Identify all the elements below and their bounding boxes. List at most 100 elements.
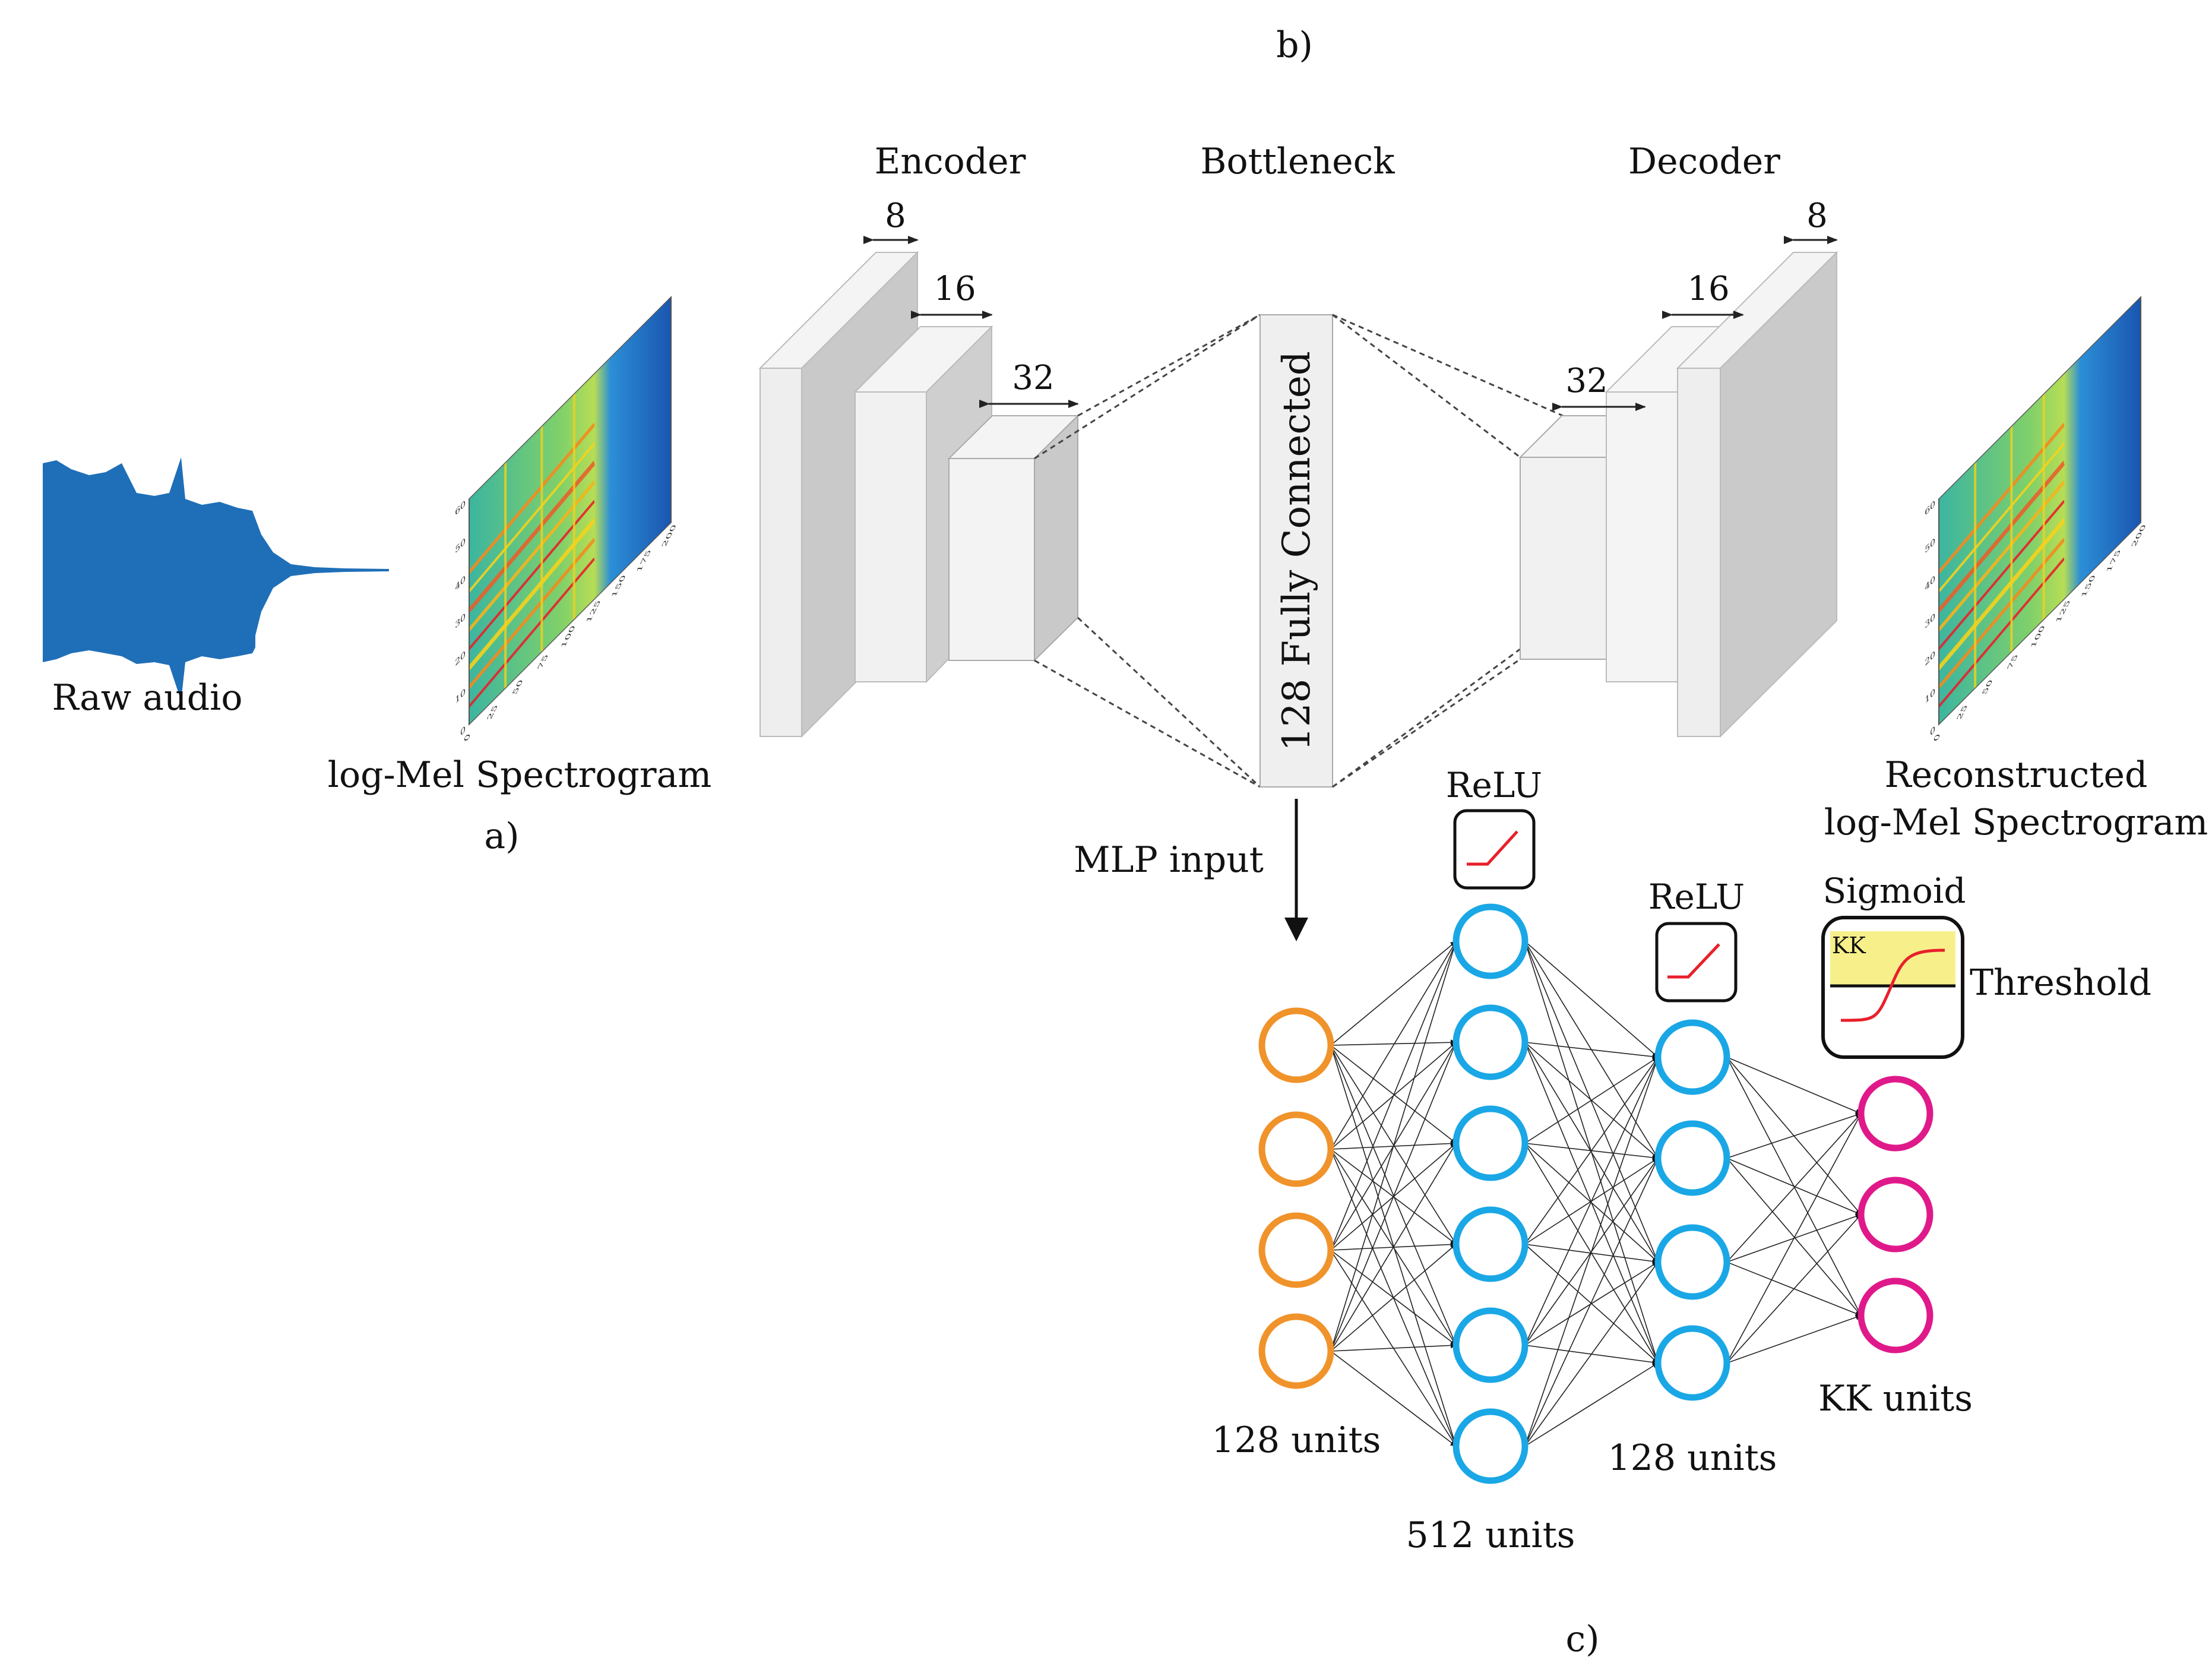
mlp-nodes (1258, 903, 1933, 1484)
encoder-bottleneck-connectors (1034, 314, 1261, 788)
reconstructed-spectrogram-y-tick: 10 (1925, 686, 1935, 706)
sigmoid-label: Sigmoid (1822, 871, 1966, 911)
input-spectrogram-y-tick: 60 (455, 498, 466, 518)
layer-2-units-label: 512 units (1406, 1514, 1575, 1556)
mlp-connections (1330, 941, 1862, 1447)
mlp-edge (1330, 941, 1457, 1251)
mlp-edge (1330, 941, 1457, 1046)
panel-label-c: c) (1565, 1618, 1599, 1660)
mlp-edge (1524, 1057, 1659, 1346)
mlp-node-layer-2 (1452, 1004, 1529, 1080)
bottleneck-block (1260, 314, 1333, 788)
mlp-edge (1726, 1113, 1862, 1364)
layer-1-units-label: 128 units (1212, 1419, 1381, 1461)
mlp-edge (1726, 1113, 1862, 1263)
mlp-node-layer-2 (1452, 1206, 1529, 1282)
input-spectrogram-y-tick: 50 (455, 536, 466, 556)
mlp-node-layer-2 (1452, 1408, 1529, 1484)
mlp-edge (1524, 1042, 1659, 1060)
mlp-edge (1330, 1045, 1458, 1447)
threshold-highlight (1830, 931, 1955, 986)
mlp-edge (1330, 941, 1457, 1150)
mlp-node-layer-1 (1258, 1111, 1334, 1187)
waveform-body (43, 457, 255, 701)
decoder-block-3 (1676, 251, 1838, 738)
panel-label-a: a) (484, 815, 519, 857)
encoder-dim-1: 8 (885, 197, 906, 235)
mlp-node-layer-2 (1452, 1105, 1529, 1181)
mlp-node-layer-4 (1857, 1076, 1933, 1152)
mlp-edge (1524, 1143, 1659, 1263)
mlp-node-layer-3 (1654, 1325, 1730, 1401)
mlp-node-layer-3 (1654, 1019, 1730, 1095)
mlp-edge (1330, 1045, 1457, 1144)
layer-4-units-label: KK units (1818, 1378, 1973, 1419)
mlp-node-layer-1 (1258, 1007, 1334, 1083)
mlp-edge (1524, 1057, 1659, 1144)
mlp-edge (1726, 1314, 1862, 1364)
raw-audio-label: Raw audio (52, 677, 243, 719)
reconstructed-spectrogram-y-tick: 0 (1930, 724, 1935, 739)
mlp-edge (1524, 1042, 1659, 1263)
mlp-input-label: MLP input (1074, 839, 1264, 881)
mlp-node-layer-2 (1452, 1307, 1529, 1383)
reconstructed-label-line1: Reconstructed (1885, 754, 2148, 796)
relu-2-label: ReLU (1648, 877, 1745, 917)
mlp-edge (1330, 1342, 1457, 1352)
mlp-edge (1524, 941, 1659, 1263)
reconstructed-spectrogram-y-tick: 30 (1925, 611, 1935, 631)
mlp-input-arrowhead (1284, 918, 1308, 941)
spectrogram-label: log-Mel Spectrogram (328, 754, 712, 796)
encoder-label: Encoder (875, 141, 1026, 182)
bottleneck-text: 128 Fully Connected (1275, 351, 1319, 751)
mlp-node-layer-3 (1654, 1120, 1730, 1196)
input-spectrogram-y-tick: 10 (455, 686, 466, 706)
mlp-edge (1524, 941, 1659, 1058)
mlp-edge (1330, 1244, 1457, 1352)
mlp-edge (1524, 1158, 1659, 1447)
mlp-edge (1330, 1039, 1457, 1046)
decoder-dim-1: 32 (1565, 362, 1607, 400)
reconstructed-spectrogram-x-tick: 75 (2006, 654, 2020, 669)
reconstructed-spectrogram-y-tick: 60 (1925, 498, 1935, 518)
input-spectrogram-x-tick: 75 (536, 654, 550, 669)
waveform-decay (252, 511, 389, 647)
decoder-dim-3: 8 (1806, 197, 1828, 235)
panel-label-b: b) (1276, 24, 1313, 66)
mlp-edge (1726, 1112, 1862, 1159)
input-spectrogram-x-tick: 25 (486, 705, 500, 720)
input-spectrogram-y-tick: 40 (455, 573, 466, 593)
mlp-edge (1330, 1045, 1457, 1346)
relu-2-icon (1655, 922, 1738, 1003)
mlp-edge (1726, 1057, 1862, 1115)
sigmoid-box-text: KK (1832, 932, 1866, 959)
mlp-node-layer-1 (1258, 1313, 1334, 1389)
reconstructed-spectrogram-frame (1938, 296, 2141, 726)
mlp-edge (1524, 1057, 1659, 1245)
bottleneck-label: Bottleneck (1200, 141, 1395, 182)
reconstructed-spectrogram-y-tick: 50 (1925, 536, 1935, 556)
mlp-edge (1524, 1261, 1659, 1346)
encoder-block-3 (947, 414, 1080, 662)
mlp-node-layer-4 (1857, 1177, 1933, 1253)
sigmoid-icon: KK (1821, 916, 1964, 1059)
mlp-edge (1524, 1244, 1659, 1264)
mlp-edge (1726, 1214, 1862, 1364)
threshold-label: Threshold (1970, 962, 2151, 1004)
reconstructed-spectrogram-x-tick: 50 (1980, 679, 1995, 694)
mlp-node-layer-4 (1857, 1277, 1933, 1354)
layer-3-units-label: 128 units (1608, 1437, 1777, 1479)
reconstructed-spectrogram-y-tick: 40 (1925, 573, 1935, 593)
relu-1-label: ReLU (1446, 765, 1542, 805)
encoder-dim-3: 32 (1012, 359, 1054, 397)
mlp-node-layer-2 (1452, 903, 1529, 979)
decoder-label: Decoder (1628, 141, 1780, 182)
mlp-edge (1330, 1042, 1457, 1352)
mlp-edge (1524, 1362, 1659, 1447)
